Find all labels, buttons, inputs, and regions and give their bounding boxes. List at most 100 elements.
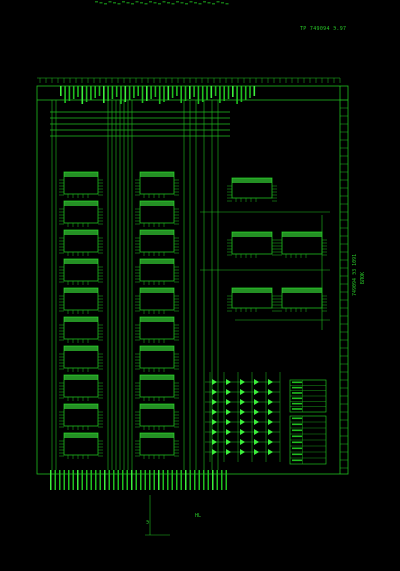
- connector-label-mark: [90, 86, 92, 100]
- connector-label-mark: [98, 86, 101, 96]
- table-text-mark: [292, 429, 303, 432]
- diode-symbol: [240, 389, 245, 395]
- pin-label-mark: [180, 470, 182, 490]
- chip-header: [64, 201, 98, 206]
- pin-label-mark: [198, 470, 200, 490]
- spec-tables: [289, 379, 327, 465]
- pin-label-mark: [72, 470, 74, 490]
- diode-symbol: [240, 399, 245, 405]
- sheet-reference: ТР 749094 Э.97: [300, 26, 347, 32]
- drawing-frame: [36, 77, 349, 475]
- pin-label-mark: [135, 470, 137, 490]
- pin-label-mark: [212, 470, 214, 490]
- connector-label-mark: [180, 86, 182, 103]
- table-text-mark: [292, 381, 303, 384]
- connector-label-mark: [120, 86, 122, 104]
- diode-symbol: [240, 419, 245, 425]
- diode-symbol: [226, 379, 231, 385]
- chip-header: [140, 172, 174, 177]
- scan-noise-mark: [216, 1, 220, 3]
- connector-label-mark: [158, 86, 161, 104]
- table-text-mark: [292, 435, 303, 438]
- pin-label-mark: [86, 470, 88, 490]
- connector-label-mark: [176, 86, 178, 96]
- table-text-mark: [292, 408, 303, 410]
- connector-label-mark: [189, 86, 191, 99]
- diode-symbol: [254, 449, 259, 455]
- diode-symbol: [254, 439, 259, 445]
- scan-noise-mark: [203, 1, 206, 3]
- diode-symbol: [254, 389, 259, 395]
- connector-label-mark: [133, 86, 135, 98]
- connector-label-mark: [107, 86, 109, 101]
- chip-header: [64, 433, 98, 438]
- connector-label-mark: [72, 86, 75, 99]
- connector-label-mark: [219, 86, 221, 103]
- pin-label-mark: [95, 470, 97, 490]
- diode-symbol: [240, 439, 245, 445]
- chip-header: [140, 317, 174, 322]
- diode-symbol: [268, 419, 273, 425]
- diode-symbol: [268, 429, 273, 435]
- connector-label-mark: [197, 86, 200, 104]
- chip-header: [232, 288, 272, 293]
- connector-label-mark: [77, 86, 79, 97]
- diode-symbol: [212, 399, 217, 405]
- connector-label-mark: [64, 86, 66, 103]
- scan-noise-mark: [122, 1, 125, 3]
- bottom-left-mark: Э: [146, 520, 150, 526]
- scan-noise-mark: [144, 3, 148, 5]
- pin-label-mark: [194, 470, 196, 490]
- scan-noise-mark: [189, 1, 193, 3]
- connector-label-mark: [193, 86, 195, 97]
- pin-label-mark: [81, 470, 83, 490]
- connector-label-mark: [184, 86, 187, 101]
- connector-label-mark: [206, 86, 208, 100]
- scan-noise-mark: [225, 3, 229, 5]
- chip-header: [140, 201, 174, 206]
- scan-noise-mark: [149, 1, 152, 3]
- scan-noise-mark: [207, 2, 211, 4]
- table-text-mark: [292, 423, 303, 426]
- chip-header: [140, 433, 174, 438]
- pin-label-mark: [117, 470, 119, 490]
- pin-label-mark: [162, 470, 164, 490]
- pin-label-mark: [189, 470, 191, 490]
- chip-header: [64, 172, 98, 177]
- diode-symbol: [212, 379, 217, 385]
- connector-label-mark: [163, 86, 165, 102]
- diode-symbol: [226, 399, 231, 405]
- diode-symbol: [226, 389, 231, 395]
- pin-label-mark: [54, 470, 56, 490]
- scan-noise-mark: [113, 2, 116, 4]
- chip-header: [282, 288, 322, 293]
- pin-label-mark: [63, 470, 65, 490]
- connector-label-mark: [201, 86, 204, 102]
- chip-header: [140, 259, 174, 264]
- diode-symbol: [254, 409, 259, 415]
- pin-label-mark: [108, 470, 110, 490]
- scan-noise-mark: [131, 3, 134, 5]
- pin-label-mark: [171, 470, 173, 490]
- connector-label-mark: [167, 86, 170, 100]
- pin-label-mark: [149, 470, 151, 490]
- connector-label-mark: [223, 86, 225, 101]
- connector-label-mark: [210, 86, 213, 98]
- outer-border: [36, 85, 349, 475]
- pin-label-mark: [185, 470, 187, 490]
- pin-label-mark: [158, 470, 160, 490]
- scan-noise-mark: [180, 2, 184, 4]
- diode-symbol: [254, 419, 259, 425]
- pin-label-mark: [140, 470, 142, 490]
- scan-noise-mark: [153, 2, 157, 4]
- pin-label-mark: [131, 470, 133, 490]
- connector-label-mark: [60, 86, 62, 96]
- scan-noise-mark: [99, 2, 103, 4]
- chip-header: [140, 404, 174, 409]
- chip-header: [140, 288, 174, 293]
- diode-symbol: [268, 449, 273, 455]
- pin-label-mark: [216, 470, 218, 490]
- pin-label-mark: [153, 470, 155, 490]
- connector-label-mark: [81, 86, 84, 104]
